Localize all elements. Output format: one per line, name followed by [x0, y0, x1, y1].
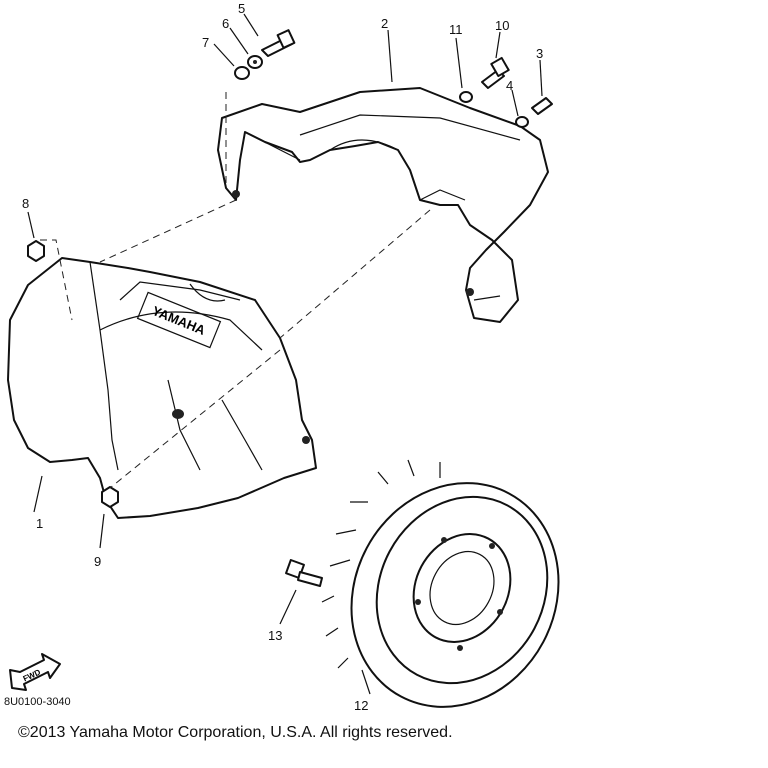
air-shroud-upper [217, 87, 549, 323]
fwd-arrow-icon: FWD [9, 653, 61, 691]
assembly-lines [40, 92, 431, 489]
bolt-13 [285, 559, 323, 587]
copyright-notice: ©2013 Yamaha Motor Corporation, U.S.A. A… [18, 724, 453, 741]
nut-8 [27, 240, 45, 262]
washer-4 [515, 116, 529, 128]
callout-12: 12 [354, 698, 368, 713]
callout-4: 4 [506, 78, 513, 93]
callout-6: 6 [222, 16, 229, 31]
nut-9 [101, 486, 119, 508]
callout-7: 7 [202, 35, 209, 50]
callout-10: 10 [495, 18, 509, 33]
callout-5: 5 [238, 1, 245, 16]
washer-7 [234, 66, 250, 80]
figure-code: 8U0100-3040 [4, 696, 71, 708]
washer-6 [247, 55, 263, 69]
callouts: 1 2 3 4 5 6 7 8 9 10 11 12 13 [22, 1, 543, 713]
bolt-10 [481, 56, 510, 89]
leader-lines [27, 13, 543, 695]
callout-3: 3 [536, 46, 543, 61]
callout-2: 2 [381, 16, 388, 31]
bolt-3 [531, 97, 553, 115]
bolt-5 [261, 29, 296, 57]
callout-11: 11 [449, 22, 463, 37]
callout-8: 8 [22, 196, 29, 211]
callout-9: 9 [94, 554, 101, 569]
washer-11 [459, 91, 473, 103]
callout-13: 13 [268, 628, 282, 643]
callout-1: 1 [36, 516, 43, 531]
fan-cover-lower: YAMAHA [7, 257, 317, 519]
flywheel-fan [321, 459, 560, 708]
